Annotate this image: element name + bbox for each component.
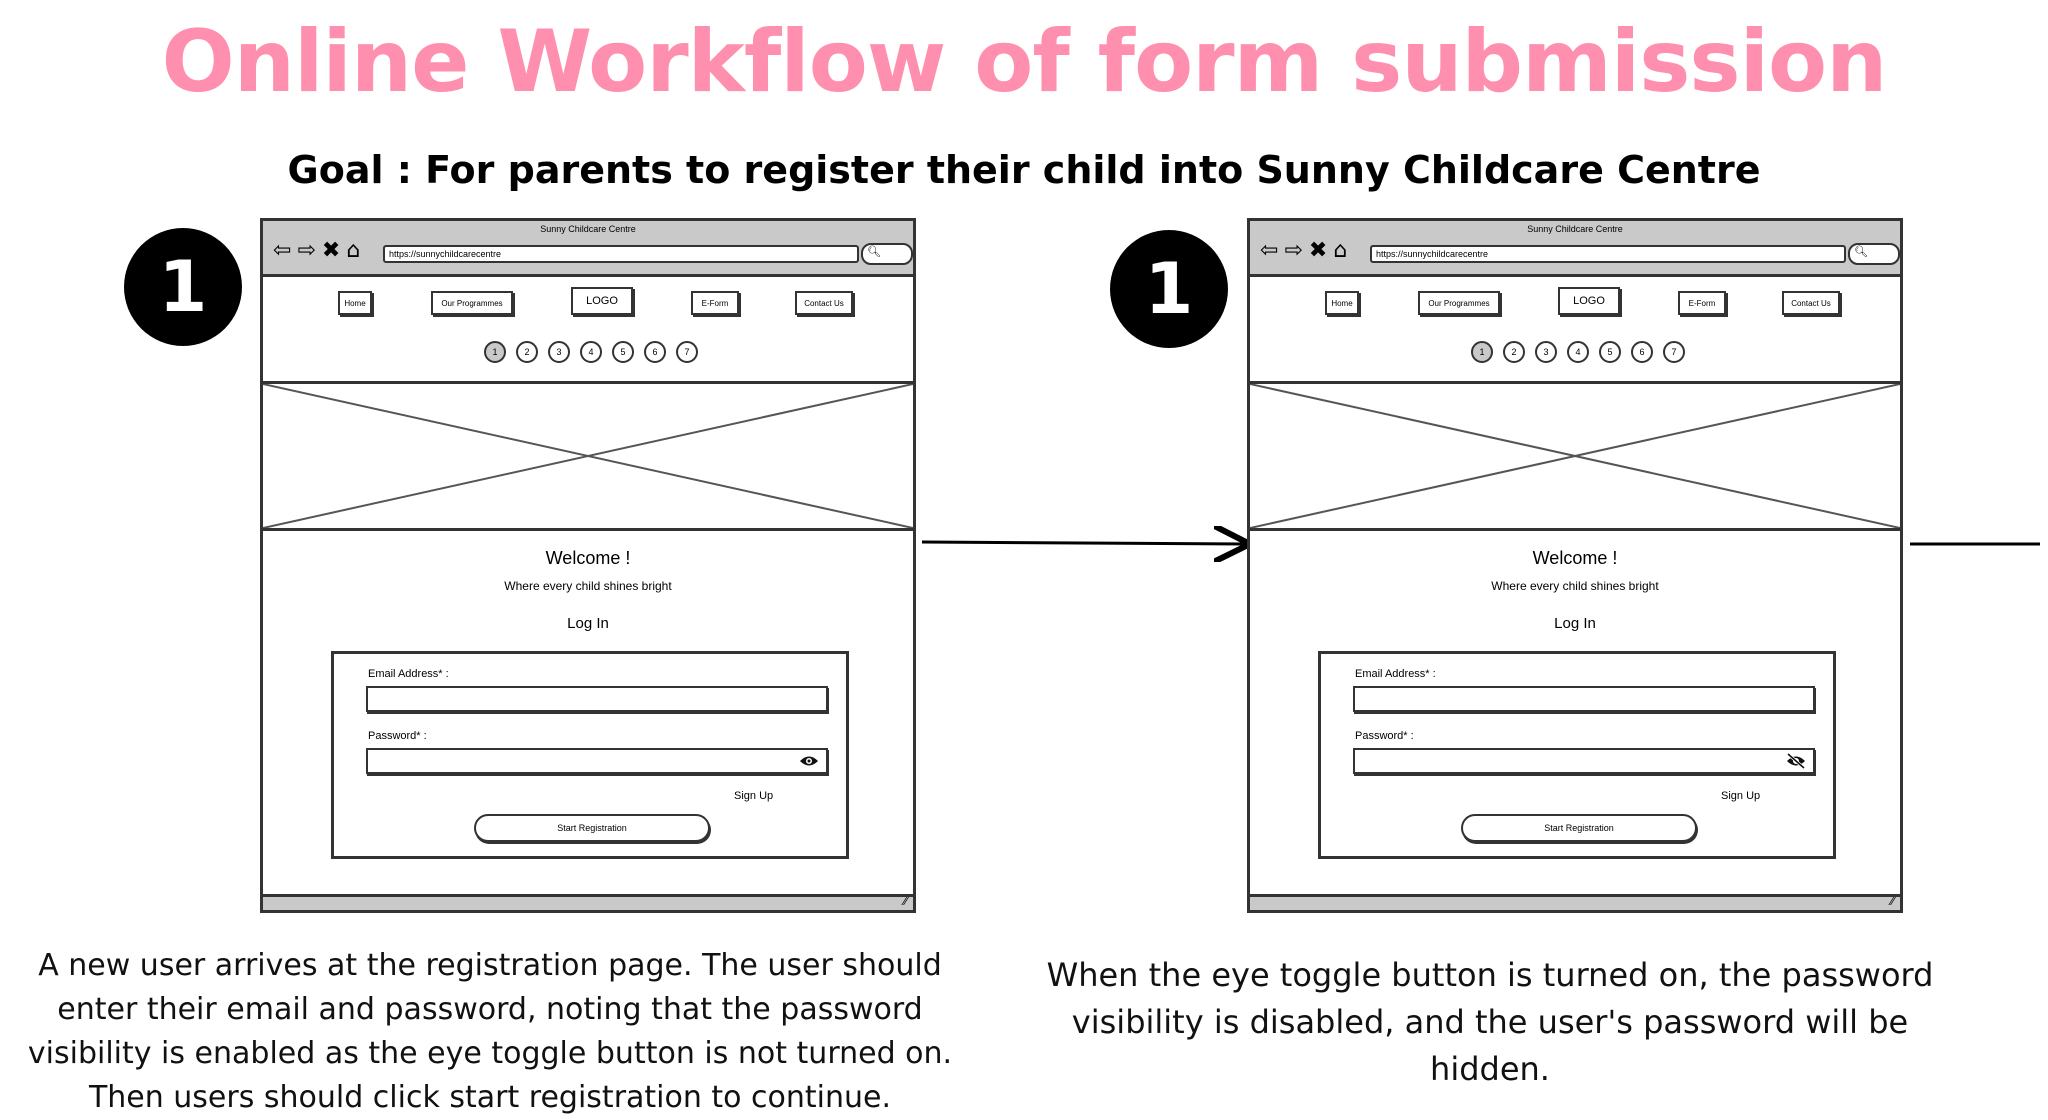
- page-title: Online Workflow of form submission: [161, 12, 1888, 112]
- search-field[interactable]: 🔍︎: [861, 243, 913, 265]
- nav-programmes-button[interactable]: Our Programmes: [431, 291, 513, 315]
- password-label: Password* :: [1355, 730, 1414, 742]
- step-indicator: 7: [1663, 341, 1685, 363]
- eye-icon[interactable]: [798, 752, 820, 770]
- image-placeholder: [1250, 381, 1900, 531]
- progress-steps: 1 2 3 4 5 6 7: [1471, 341, 1685, 363]
- step-indicator: 2: [516, 341, 538, 363]
- browser-chrome: Sunny Childcare Centre ⇦⇨✖⌂ https://sunn…: [263, 221, 913, 277]
- close-icon[interactable]: ✖: [1308, 238, 1330, 263]
- browser-chrome: Sunny Childcare Centre ⇦⇨✖⌂ https://sunn…: [1250, 221, 1900, 277]
- start-registration-button[interactable]: Start Registration: [474, 814, 710, 842]
- password-field[interactable]: [1353, 748, 1815, 774]
- resize-handle-icon[interactable]: ⁄⁄: [1890, 895, 1894, 908]
- nav-eform-button[interactable]: E-Form: [691, 291, 739, 315]
- login-heading: Log In: [1554, 615, 1596, 632]
- goal-heading: Goal : For parents to register their chi…: [287, 148, 1761, 192]
- step-indicator: 4: [580, 341, 602, 363]
- eye-off-icon[interactable]: [1785, 752, 1807, 770]
- email-field[interactable]: [366, 686, 828, 712]
- back-arrow-icon[interactable]: ⇦: [273, 238, 294, 263]
- step-indicator: 7: [676, 341, 698, 363]
- nav-home-button[interactable]: Home: [338, 291, 372, 315]
- wireframe-browser-window: Sunny Childcare Centre ⇦⇨✖⌂ https://sunn…: [260, 218, 916, 913]
- nav-home-button[interactable]: Home: [1325, 291, 1359, 315]
- password-label: Password* :: [368, 730, 427, 742]
- sign-up-link[interactable]: Sign Up: [734, 790, 774, 802]
- step-indicator: 5: [612, 341, 634, 363]
- status-bar: ⁄⁄: [263, 894, 913, 910]
- site-nav: Home Our Programmes LOGO E-Form Contact …: [1250, 287, 1900, 321]
- sign-up-link[interactable]: Sign Up: [1721, 790, 1761, 802]
- step-indicator: 3: [1535, 341, 1557, 363]
- forward-arrow-icon[interactable]: ⇨: [1284, 238, 1305, 263]
- step-indicator: 1: [484, 341, 506, 363]
- logo: LOGO: [571, 287, 633, 315]
- login-form: Email Address* : Password* : Sign Up Sta…: [331, 651, 849, 859]
- welcome-heading: Welcome !: [545, 548, 631, 568]
- home-icon[interactable]: ⌂: [346, 238, 363, 263]
- window-title: Sunny Childcare Centre: [540, 224, 636, 234]
- step-description: A new user arrives at the registration p…: [27, 948, 953, 1115]
- step-badge: 1: [124, 228, 242, 346]
- wireframe-browser-window: Sunny Childcare Centre ⇦⇨✖⌂ https://sunn…: [1247, 218, 1903, 913]
- step-indicator: 6: [1631, 341, 1653, 363]
- logo: LOGO: [1558, 287, 1620, 315]
- home-icon[interactable]: ⌂: [1333, 238, 1350, 263]
- nav-contact-button[interactable]: Contact Us: [1782, 291, 1840, 315]
- browser-nav-icons: ⇦⇨✖⌂: [273, 239, 366, 263]
- search-icon: 🔍︎: [1854, 245, 1868, 258]
- arrow-panel1-to-panel2: [921, 542, 1244, 544]
- progress-steps: 1 2 3 4 5 6 7: [484, 341, 698, 363]
- status-bar: ⁄⁄: [1250, 894, 1900, 910]
- browser-nav-icons: ⇦⇨✖⌂: [1260, 239, 1353, 263]
- email-field[interactable]: [1353, 686, 1815, 712]
- email-label: Email Address* :: [368, 668, 449, 680]
- email-label: Email Address* :: [1355, 668, 1436, 680]
- password-field[interactable]: [366, 748, 828, 774]
- step-indicator: 2: [1503, 341, 1525, 363]
- window-title: Sunny Childcare Centre: [1527, 224, 1623, 234]
- step-indicator: 5: [1599, 341, 1621, 363]
- nav-contact-button[interactable]: Contact Us: [795, 291, 853, 315]
- tagline: Where every child shines bright: [1491, 579, 1659, 593]
- step-badge: 1: [1110, 230, 1228, 348]
- resize-handle-icon[interactable]: ⁄⁄: [903, 895, 907, 908]
- nav-programmes-button[interactable]: Our Programmes: [1418, 291, 1500, 315]
- url-bar[interactable]: https://sunnychildcarecentre: [1370, 245, 1846, 263]
- close-icon[interactable]: ✖: [321, 238, 343, 263]
- step-indicator: 3: [548, 341, 570, 363]
- start-registration-button[interactable]: Start Registration: [1461, 814, 1697, 842]
- search-icon: 🔍︎: [867, 245, 881, 258]
- welcome-heading: Welcome !: [1532, 548, 1618, 568]
- site-nav: Home Our Programmes LOGO E-Form Contact …: [263, 287, 913, 321]
- forward-arrow-icon[interactable]: ⇨: [297, 238, 318, 263]
- login-heading: Log In: [567, 615, 609, 632]
- step-description: When the eye toggle button is turned on,…: [1046, 956, 1934, 1088]
- step-indicator: 1: [1471, 341, 1493, 363]
- url-bar[interactable]: https://sunnychildcarecentre: [383, 245, 859, 263]
- back-arrow-icon[interactable]: ⇦: [1260, 238, 1281, 263]
- step-indicator: 6: [644, 341, 666, 363]
- login-form: Email Address* : Password* : Sign Up Sta…: [1318, 651, 1836, 859]
- image-placeholder: [263, 381, 913, 531]
- nav-eform-button[interactable]: E-Form: [1678, 291, 1726, 315]
- tagline: Where every child shines bright: [504, 579, 672, 593]
- search-field[interactable]: 🔍︎: [1848, 243, 1900, 265]
- step-indicator: 4: [1567, 341, 1589, 363]
